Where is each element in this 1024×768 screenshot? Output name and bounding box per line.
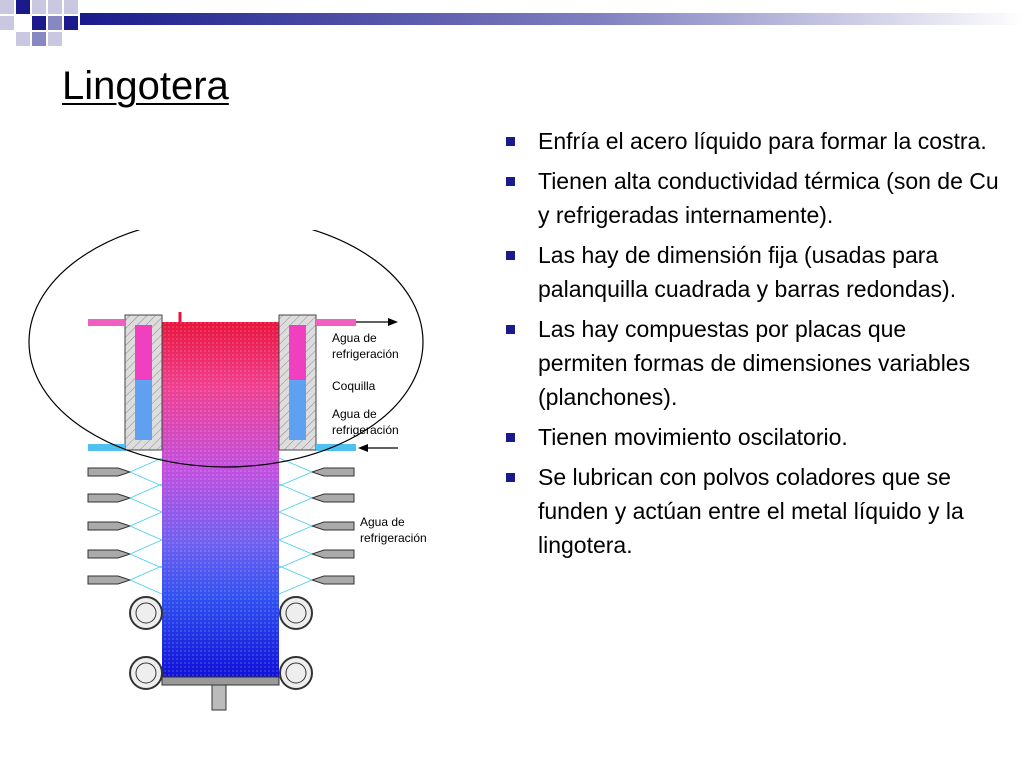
- roller: [129, 656, 163, 690]
- svg-text:refrigeración: refrigeración: [332, 347, 399, 361]
- mold-diagram: Agua de refrigeración Coquilla Agua de r…: [20, 230, 460, 715]
- spray-nozzles-left: [87, 467, 132, 585]
- deco-square: [64, 16, 78, 30]
- bullet-item: Tienen movimiento oscilatorio.: [500, 420, 1000, 454]
- water-pipe-top-left: [88, 319, 125, 326]
- label-water-spray: Agua de: [360, 515, 405, 529]
- bullet-item: Las hay compuestas por placas que permit…: [500, 312, 1000, 414]
- roller: [279, 656, 313, 690]
- bullet-item: Enfría el acero líquido para formar la c…: [500, 124, 1000, 158]
- deco-square: [32, 32, 46, 46]
- strand-texture: [162, 322, 279, 677]
- deco-square: [32, 16, 46, 30]
- square-bullet-icon: [506, 137, 515, 146]
- label-water-mid: Agua de: [332, 407, 377, 421]
- deco-square: [0, 0, 14, 14]
- deco-square: [48, 16, 62, 30]
- strand-base: [161, 676, 280, 686]
- square-bullet-icon: [506, 473, 515, 482]
- bullet-item: Se lubrican con polvos coladores que se …: [500, 460, 1000, 562]
- spray-nozzles-right: [310, 467, 355, 585]
- square-bullet-icon: [506, 251, 515, 260]
- roller: [279, 596, 313, 630]
- header-gradient-bar: [80, 13, 1024, 25]
- svg-text:refrigeración: refrigeración: [360, 531, 427, 545]
- water-pipe-bottom-left: [88, 444, 125, 451]
- deco-square: [32, 0, 46, 14]
- deco-square: [48, 0, 62, 14]
- header-decoration: [0, 0, 1024, 46]
- svg-text:refrigeración: refrigeración: [332, 423, 399, 437]
- spray-fans: [129, 457, 313, 595]
- dummy-bar: [211, 684, 227, 711]
- roller: [129, 596, 163, 630]
- label-mold: Coquilla: [332, 379, 376, 393]
- bullet-item: Las hay de dimensión fija (usadas para p…: [500, 238, 1000, 306]
- page-title: Lingotera: [62, 64, 229, 108]
- bullet-list: Enfría el acero líquido para formar la c…: [500, 124, 1000, 568]
- water-pipe-bottom-right: [316, 444, 356, 451]
- deco-square: [16, 0, 30, 14]
- support-rollers: [129, 596, 313, 690]
- deco-square: [48, 32, 62, 46]
- bullet-item: Tienen alta conductividad térmica (son d…: [500, 164, 1000, 232]
- square-bullet-icon: [506, 325, 515, 334]
- deco-square: [0, 16, 14, 30]
- deco-square: [16, 32, 30, 46]
- arrow-in-icon: [358, 444, 368, 452]
- square-bullet-icon: [506, 433, 515, 442]
- mold-highlight-ellipse: [28, 230, 424, 468]
- label-water-top: Agua de: [332, 331, 377, 345]
- deco-square: [64, 0, 78, 14]
- arrow-out-icon: [388, 318, 398, 326]
- square-bullet-icon: [506, 177, 515, 186]
- water-pipe-top-right: [316, 319, 356, 326]
